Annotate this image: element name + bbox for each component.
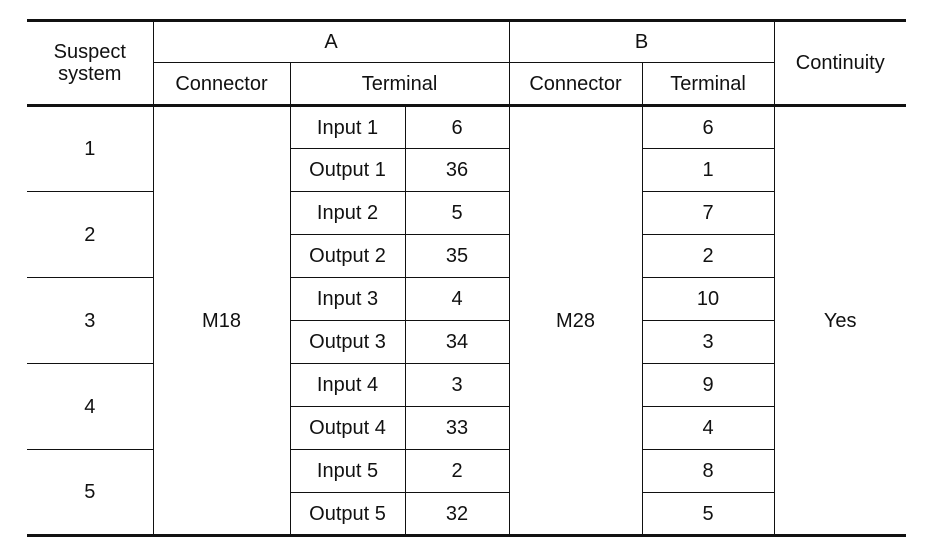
terminal-a-label-cell: Input 3 [289, 277, 406, 321]
suspect-system-cell: 2 [27, 191, 154, 278]
header-terminal-b: Terminal [641, 62, 775, 107]
connector-a-cell: M18 [152, 105, 291, 537]
terminal-b-cell: 7 [641, 191, 775, 235]
header-connector-a: Connector [153, 62, 291, 107]
header-row-1: Suspect system A B Continuity [27, 19, 906, 107]
terminal-a-label-cell: Input 5 [289, 449, 406, 493]
terminal-a-label-cell: Output 5 [290, 492, 406, 537]
terminal-a-label-cell: Output 3 [290, 320, 406, 364]
terminal-b-cell: 4 [641, 406, 775, 450]
terminal-b-cell: 9 [641, 363, 775, 407]
terminal-a-number-cell: 2 [404, 449, 510, 493]
header-row-2: Connector Terminal Connector Terminal [27, 62, 906, 107]
suspect-system-cell: 5 [27, 449, 154, 537]
terminal-a-number-cell: 35 [404, 234, 510, 278]
suspect-system-cell: 1 [27, 105, 154, 192]
terminal-a-number-cell: 3 [404, 363, 510, 407]
header-connector-b: Connector [508, 62, 643, 107]
terminal-b-cell: 5 [641, 492, 775, 537]
terminal-a-number-cell: 33 [404, 406, 510, 450]
header-continuity: Continuity [773, 19, 906, 107]
terminal-a-label-cell: Output 4 [290, 406, 406, 450]
terminal-b-cell: 3 [641, 320, 775, 364]
terminal-a-label-cell: Output 2 [290, 234, 406, 278]
header-group-b: B [508, 19, 775, 63]
terminal-a-label-cell: Output 1 [290, 148, 406, 192]
terminal-a-number-cell: 6 [404, 105, 510, 149]
header-suspect-system: Suspect system [27, 19, 154, 107]
terminal-b-cell: 6 [641, 105, 775, 149]
terminal-b-cell: 1 [641, 148, 775, 192]
terminal-a-number-cell: 34 [404, 320, 510, 364]
connector-b-cell: M28 [508, 105, 643, 537]
terminal-a-label-cell: Input 2 [289, 191, 406, 235]
suspect-system-cell: 4 [27, 363, 154, 450]
suspect-system-cell: 3 [27, 277, 154, 364]
header-group-a: A [152, 19, 510, 63]
terminal-a-label-cell: Input 1 [289, 105, 406, 149]
terminal-a-number-cell: 5 [404, 191, 510, 235]
terminal-b-cell: 2 [641, 234, 775, 278]
terminal-b-cell: 8 [641, 449, 775, 493]
terminal-a-number-cell: 32 [404, 492, 510, 537]
terminal-a-number-cell: 4 [404, 277, 510, 321]
terminal-b-cell: 10 [641, 277, 775, 321]
continuity-table: Suspect system A B Continuity Connector … [27, 19, 906, 537]
terminal-a-label-cell: Input 4 [289, 363, 406, 407]
header-terminal-a: Terminal [289, 62, 510, 107]
continuity-cell: Yes [773, 105, 906, 537]
terminal-a-number-cell: 36 [404, 148, 510, 192]
